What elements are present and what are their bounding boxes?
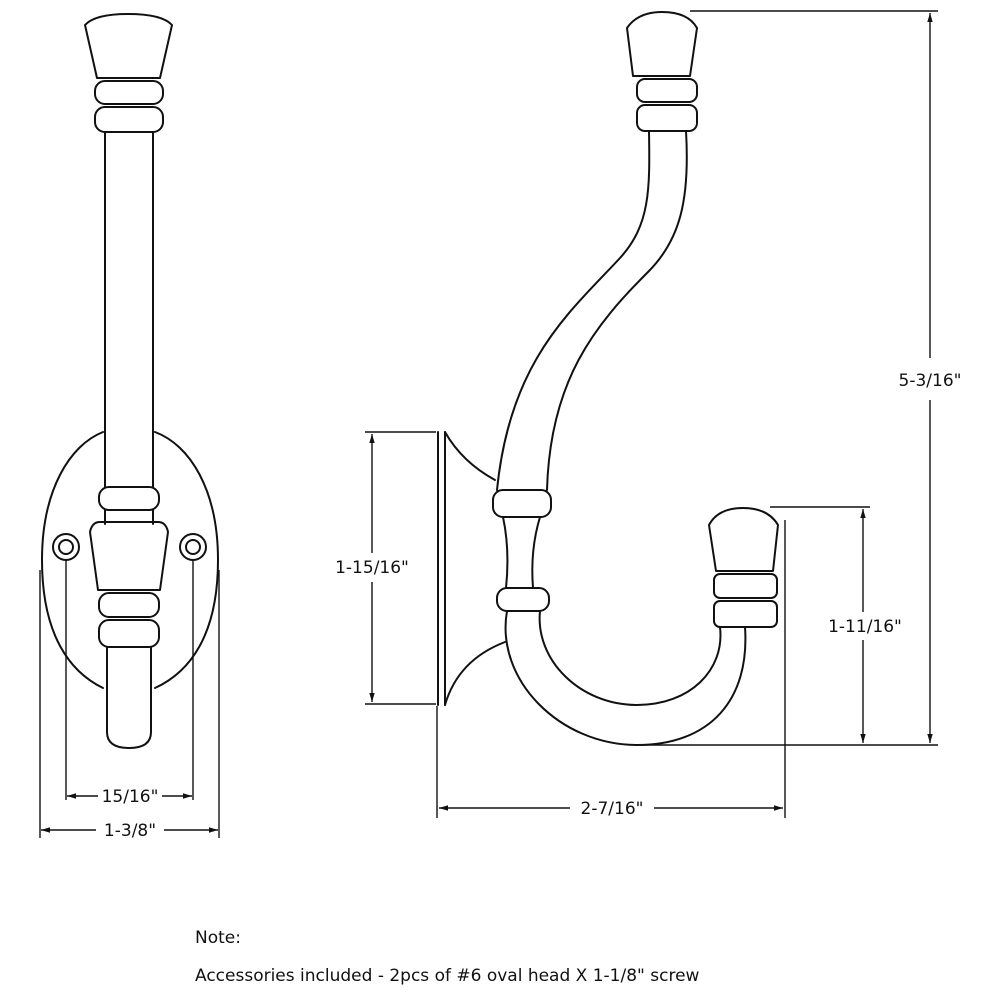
side-base-upper-curve — [444, 431, 496, 481]
base-height-label: 1-15/16" — [335, 558, 409, 578]
side-dimensions: 5-3/16" 1-11/16" 1-15/16" 2-7/16" — [335, 10, 962, 819]
screw-spacing-label: 15/16" — [102, 787, 159, 807]
side-hook-tip-ring-2 — [713, 600, 778, 628]
note-heading: Note: — [195, 928, 241, 948]
side-mid-ring — [492, 489, 552, 518]
front-low-ring-1 — [98, 592, 160, 618]
note-text: Accessories included - 2pcs of #6 oval h… — [195, 966, 700, 986]
side-top-knob — [626, 11, 698, 77]
side-top-ring-1 — [636, 78, 698, 103]
side-view — [437, 11, 779, 746]
side-shaft-outer — [496, 130, 651, 491]
front-top-knob — [84, 13, 173, 79]
side-width-label: 1-3/8" — [104, 821, 156, 841]
side-low-ring — [496, 587, 550, 612]
front-view — [41, 13, 219, 749]
front-back-plate — [41, 431, 104, 689]
side-hook-tip-knob — [708, 507, 779, 572]
left-screw-hole-outer — [52, 533, 80, 561]
front-top-ring-2 — [94, 106, 164, 133]
front-top-ring-1 — [94, 80, 164, 105]
front-mid-cone — [89, 521, 169, 591]
front-lower-stem — [106, 646, 152, 749]
front-mid-ring-1 — [98, 486, 160, 511]
side-base-lower-curve — [444, 641, 506, 706]
side-hook-outer — [504, 610, 747, 746]
side-hook-inner — [538, 610, 722, 706]
left-screw-hole-inner — [58, 539, 74, 555]
overall-height-label: 5-3/16" — [899, 371, 962, 391]
side-top-ring-2 — [636, 104, 698, 132]
projection-label: 2-7/16" — [581, 799, 644, 819]
right-screw-hole-inner — [185, 539, 201, 555]
front-back-plate-right — [154, 431, 219, 689]
front-low-ring-2 — [98, 619, 160, 648]
side-hook-tip-ring-1 — [713, 573, 778, 599]
front-dimensions: 15/16" 1-3/8" — [39, 560, 220, 841]
lower-hook-height-label: 1-11/16" — [828, 617, 902, 637]
right-screw-hole-outer — [179, 533, 207, 561]
side-shaft-inner — [546, 130, 688, 491]
